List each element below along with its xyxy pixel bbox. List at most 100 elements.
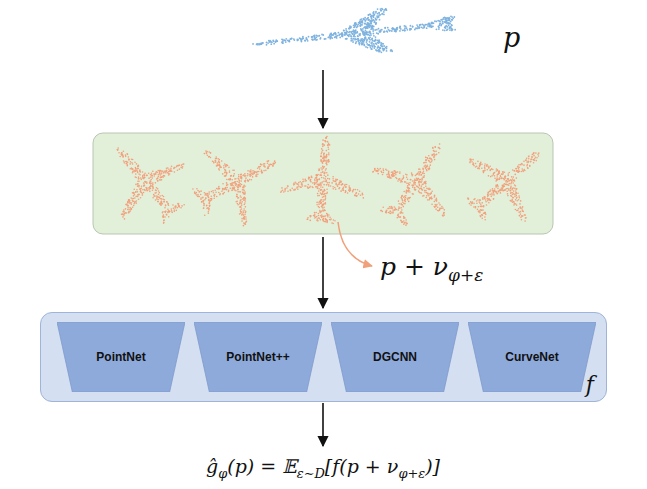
point — [320, 219, 322, 221]
point — [262, 171, 264, 173]
point — [298, 186, 300, 188]
point — [332, 186, 334, 188]
point — [363, 44, 365, 46]
point — [159, 197, 161, 199]
point — [140, 197, 142, 199]
point — [302, 178, 304, 180]
point — [378, 49, 380, 51]
point — [377, 13, 379, 15]
point — [293, 184, 295, 186]
point — [234, 178, 236, 180]
point — [445, 17, 447, 19]
point — [399, 26, 401, 28]
point — [208, 199, 210, 201]
point — [127, 154, 129, 156]
point — [240, 176, 242, 178]
point — [121, 152, 123, 154]
point — [168, 216, 170, 218]
point — [230, 175, 232, 177]
point — [359, 25, 361, 27]
point — [318, 218, 320, 220]
point — [358, 39, 360, 41]
point — [203, 203, 205, 205]
point — [375, 39, 377, 41]
point — [341, 32, 343, 34]
point — [143, 192, 145, 194]
point — [327, 160, 329, 162]
point — [379, 47, 381, 49]
point — [373, 35, 375, 37]
point — [163, 201, 165, 203]
point — [450, 15, 452, 17]
point — [179, 168, 181, 170]
point — [182, 163, 184, 165]
point — [135, 173, 137, 175]
point — [403, 206, 405, 208]
point — [325, 197, 327, 199]
point — [383, 49, 385, 51]
point — [203, 207, 205, 209]
point — [406, 29, 408, 31]
point — [150, 180, 152, 182]
point — [327, 146, 329, 148]
point — [322, 171, 324, 173]
point — [322, 186, 324, 188]
point — [215, 161, 217, 163]
point — [252, 176, 254, 178]
point — [419, 24, 421, 26]
point — [371, 19, 373, 21]
point — [240, 199, 242, 201]
point — [307, 218, 309, 220]
point — [237, 197, 239, 199]
point — [371, 15, 373, 17]
point — [167, 212, 169, 214]
point — [436, 28, 438, 30]
point — [155, 190, 157, 192]
point — [182, 167, 184, 169]
point — [159, 192, 161, 194]
point — [250, 169, 252, 171]
point — [360, 38, 362, 40]
point — [144, 177, 146, 179]
point — [235, 190, 237, 192]
point — [346, 32, 348, 34]
point — [404, 25, 406, 27]
point — [430, 192, 432, 194]
point — [322, 144, 324, 146]
point — [347, 192, 349, 194]
point — [451, 19, 453, 21]
point — [151, 172, 153, 174]
point — [321, 182, 323, 184]
point — [139, 188, 141, 190]
point — [416, 179, 418, 181]
point — [341, 184, 343, 186]
point — [170, 167, 172, 169]
point — [238, 185, 240, 187]
point — [244, 210, 246, 212]
point — [319, 174, 321, 176]
point — [252, 43, 254, 45]
point — [225, 166, 227, 168]
point — [329, 216, 331, 218]
point — [318, 195, 320, 197]
point — [152, 185, 154, 187]
point — [244, 185, 246, 187]
point — [243, 185, 245, 187]
point — [139, 170, 141, 172]
point — [324, 189, 326, 191]
point — [133, 203, 135, 205]
point — [135, 196, 137, 198]
point — [382, 45, 384, 47]
point — [293, 38, 295, 40]
point — [174, 207, 176, 209]
point — [165, 211, 167, 213]
point — [131, 198, 133, 200]
point — [247, 180, 249, 182]
point — [312, 182, 314, 184]
point — [349, 187, 351, 189]
point — [137, 194, 139, 196]
point — [373, 13, 375, 15]
point — [320, 189, 322, 191]
point — [216, 188, 218, 190]
point — [121, 214, 123, 216]
